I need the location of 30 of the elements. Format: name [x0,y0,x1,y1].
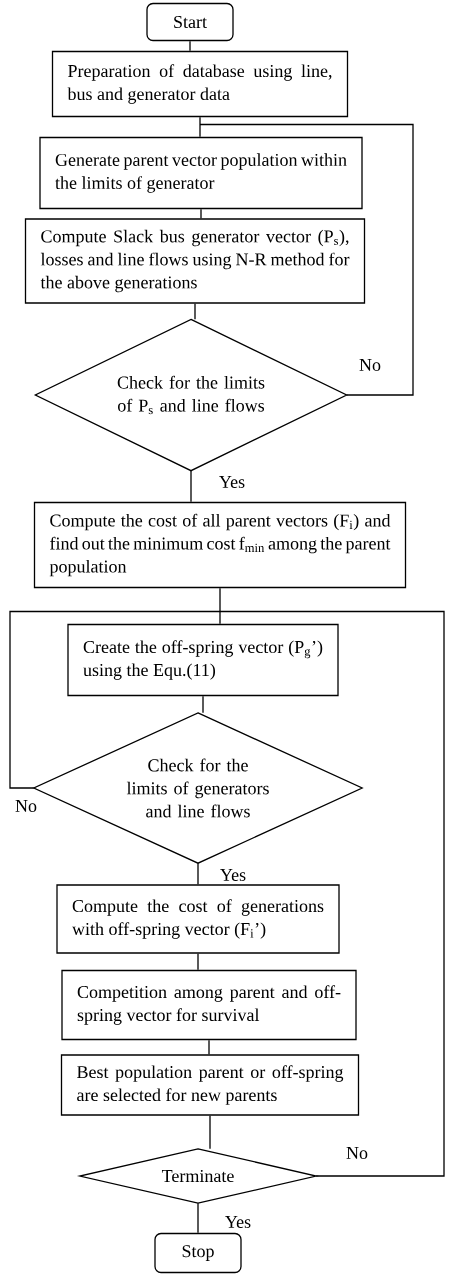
process-box: Compute Slack bus generator vector (P$_{s}$), losses and line flows using N-R method for the above generations [24,218,366,304]
connector [197,953,199,971]
loop-connector [199,123,414,396]
process-box: Best population parent or off-spring are selected for new parents [60,1054,360,1116]
process-box: Preparation of database using line, bus and generator data [51,50,349,118]
connector [209,1115,211,1150]
connector [190,470,192,503]
edge-label: No [358,358,382,372]
loop-connector [219,610,445,1177]
connector [202,695,204,714]
connector [194,303,196,320]
edge-label: No [345,1146,369,1160]
edge-label: Yes [218,868,248,882]
loop-connector [9,610,221,789]
process-box: Competition among parent and off-spring vector for survival [61,969,357,1041]
process-box: Create the off-spring vector (P$_{g}$’) using the Equ.(11) [67,623,339,697]
connector [219,587,221,625]
terminal-box: Stop [154,1232,242,1274]
process-box: Compute the cost of generations with off-spring vector (F$_{i}$’) [56,884,340,954]
edge-label: Yes [223,1215,253,1229]
process-box: Compute the cost of all parent vectors (F$_{i}$) and find out the minimum cost f$_{min}$ among the parent population [33,501,407,589]
connector [197,1202,199,1234]
edge-label: Yes [217,475,247,489]
connector [197,862,199,885]
connector [200,208,202,219]
process-box: Generate parent vector population within the limits of generator [39,136,363,210]
connector [208,1039,210,1055]
connector [199,116,201,138]
terminal-box: Start [146,2,234,42]
connector [189,40,191,52]
